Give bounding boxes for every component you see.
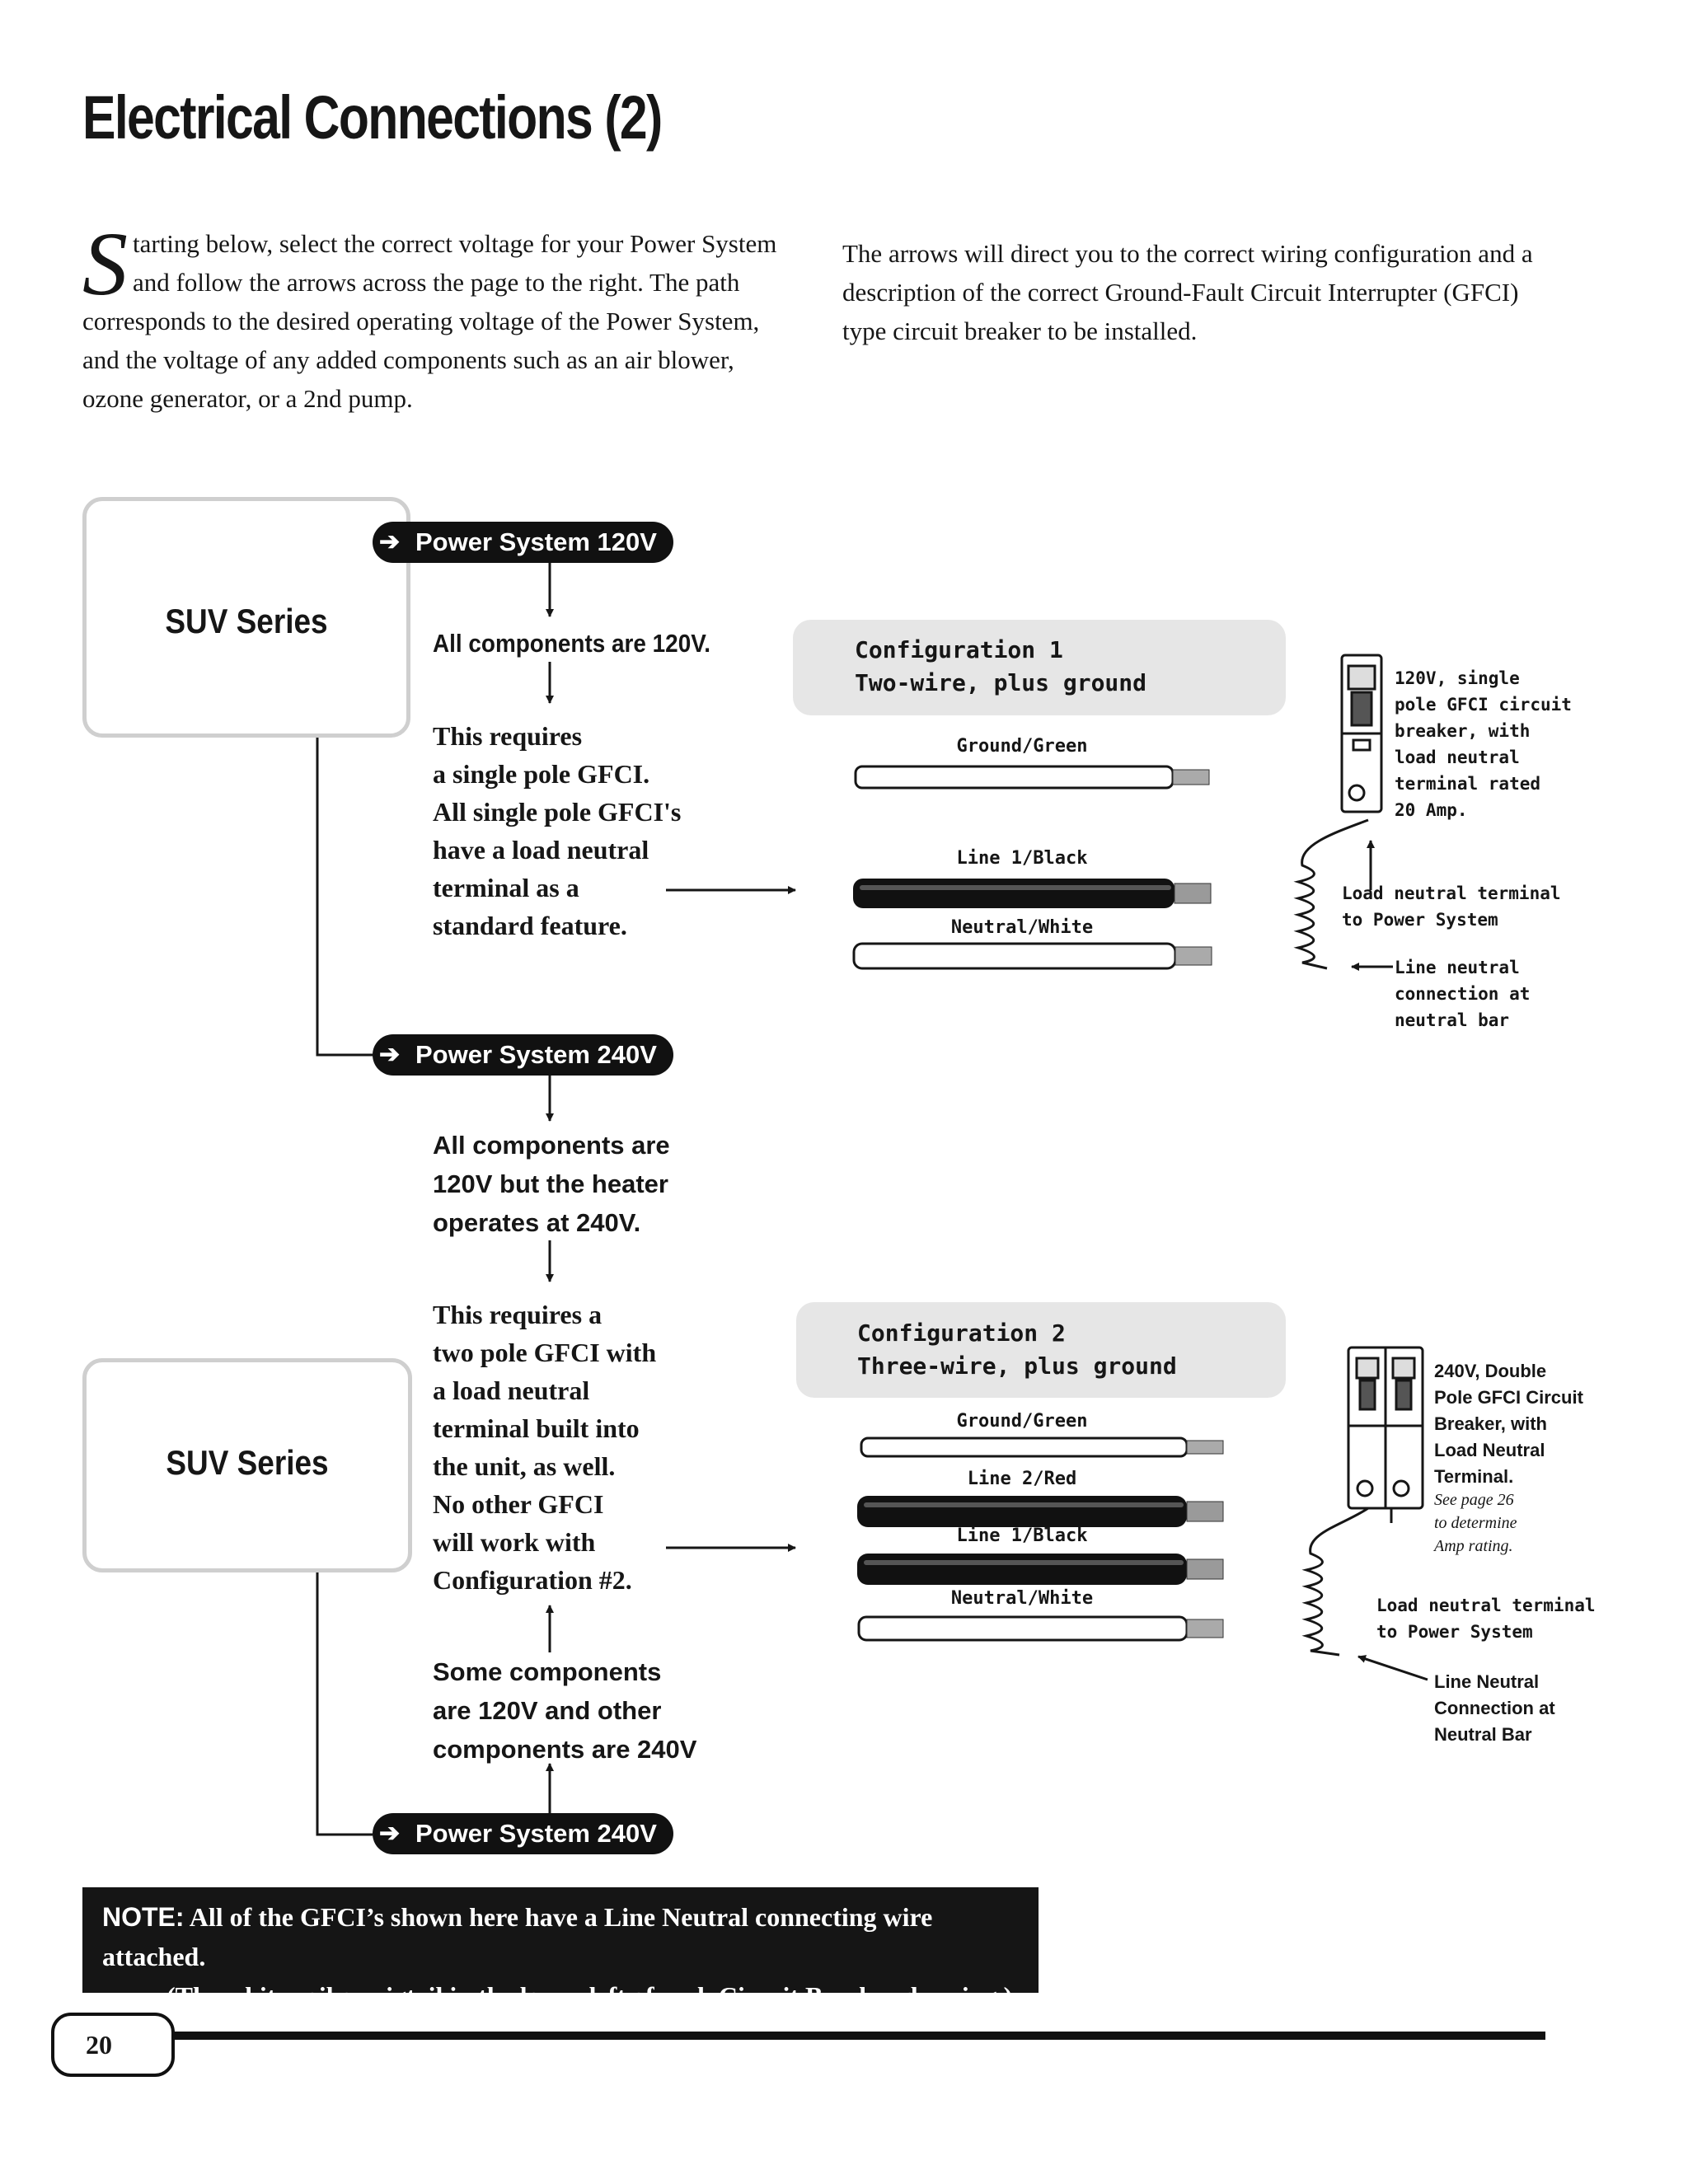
page-title: Electrical Connections (2) — [82, 83, 663, 152]
configuration-2-title: Configuration 2 Three-wire, plus ground — [857, 1319, 1177, 1380]
mixed-voltage-text: Some components are 120V and other compo… — [433, 1657, 697, 1764]
note-label: NOTE: — [102, 1902, 185, 1932]
wire-label-line2: Line 2/Red — [967, 1469, 1077, 1489]
page-number: 20 — [51, 2013, 175, 2077]
breaker-2-amp-note: See page 26 to determine Amp rating. — [1434, 1491, 1517, 1555]
config1-wires — [852, 765, 1212, 970]
wire-label-neutral: Neutral/White — [950, 1588, 1094, 1609]
intro-right-paragraph: The arrows will direct you to the correc… — [842, 239, 1533, 345]
power-system-240v-pill: ➔ Power System 240V — [373, 1034, 673, 1076]
spine-bottom — [316, 1525, 373, 1836]
note-box: NOTE: All of the GFCI’s shown here have … — [82, 1887, 1039, 2011]
wire-label-line1: Line 1/Black — [956, 1526, 1088, 1546]
configuration-1-box: Configuration 1 Two-wire, plus ground — [793, 620, 1286, 715]
requires-two-pole-text: This requires a two pole GFCI with a loa… — [433, 1300, 657, 1595]
arrow-right-icon: ➔ — [379, 528, 401, 555]
configuration-1-title: Configuration 1 Two-wire, plus ground — [855, 636, 1147, 696]
note-line-1: NOTE: All of the GFCI’s shown here have … — [102, 1902, 933, 1971]
single-pole-gfci-breaker — [1293, 654, 1383, 970]
wire-label-line1: Line 1/Black — [956, 848, 1088, 869]
power-system-120v-pill: ➔ Power System 120V — [373, 522, 673, 563]
series-box-bottom: SUV Series — [82, 1358, 412, 1572]
wire-label-ground: Ground/Green — [956, 736, 1088, 757]
intro-left-paragraph: S tarting below, select the correct volt… — [82, 213, 791, 418]
note-line-2: (The white coil or pigtail in the lower … — [166, 1981, 1013, 2011]
double-pole-gfci-breaker — [1301, 1346, 1424, 1657]
line-neutral-callout-2: Line Neutral Connection at Neutral Bar — [1434, 1671, 1555, 1745]
breaker-2-description: 240V, Double Pole GFCI Circuit Breaker, … — [1434, 1361, 1583, 1487]
drop-cap: S — [82, 213, 128, 314]
configuration-2-box: Configuration 2 Three-wire, plus ground — [796, 1302, 1286, 1398]
wire-label-ground: Ground/Green — [956, 1411, 1088, 1432]
series-label: SUV Series — [165, 602, 328, 640]
all-components-120v: All components are 120V. — [433, 629, 711, 658]
wire-label-neutral: Neutral/White — [950, 917, 1094, 938]
load-neutral-callout-2: Load neutral terminal to Power System — [1376, 1596, 1596, 1642]
config2-wires — [857, 1436, 1224, 1642]
series-box-top: SUV Series — [82, 497, 410, 738]
load-neutral-callout-1: Load neutral terminal to Power System — [1342, 883, 1561, 930]
footer-rule — [173, 2032, 1545, 2040]
arrow-right-icon: ➔ — [379, 1820, 401, 1847]
intro-left-text: tarting below, select the correct voltag… — [82, 229, 777, 413]
power-system-240v-pill-bottom: ➔ Power System 240V — [373, 1813, 673, 1854]
line-neutral-callout-1: Line neutral connection at neutral bar — [1395, 958, 1531, 1030]
heater-240v-text: All components are 120V but the heater o… — [433, 1131, 670, 1237]
arrow-right-icon: ➔ — [379, 1041, 401, 1068]
requires-single-pole-text: This requires a single pole GFCI. All si… — [433, 721, 682, 940]
series-label: SUV Series — [166, 1443, 329, 1482]
breaker-1-description: 120V, single pole GFCI circuit breaker, … — [1395, 668, 1572, 820]
